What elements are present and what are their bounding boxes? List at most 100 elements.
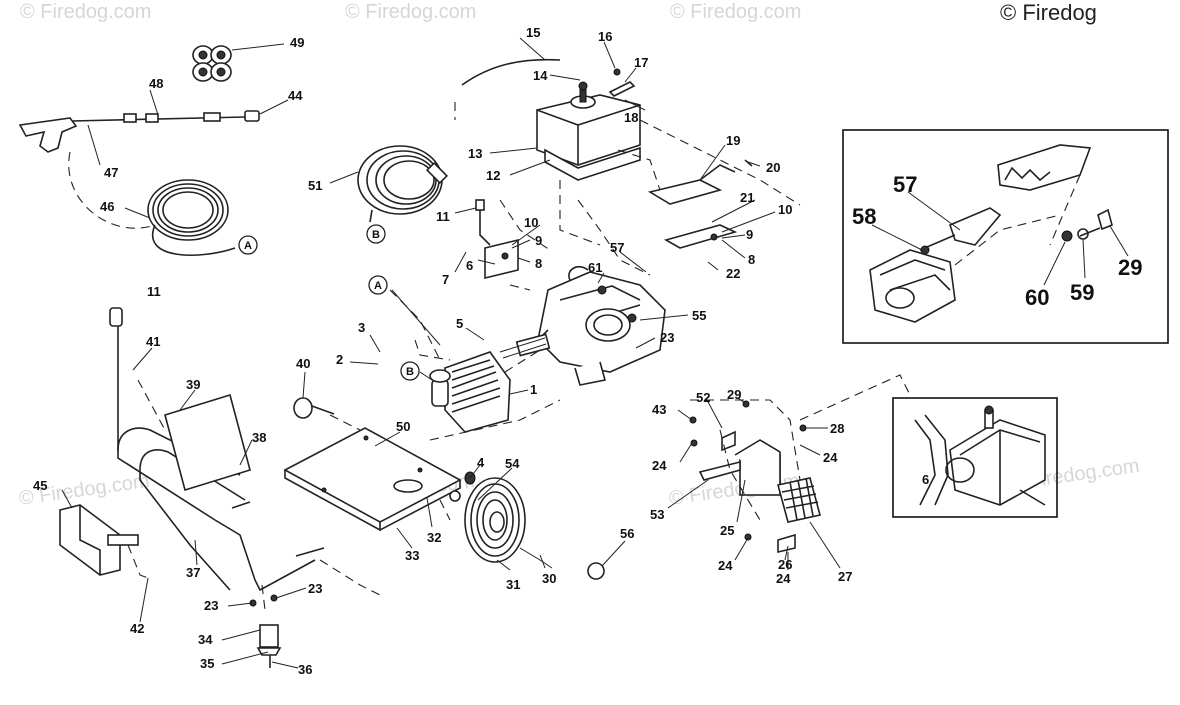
part-label: 22 (726, 266, 740, 281)
part-label: 39 (186, 377, 200, 392)
part-label: 21 (740, 190, 754, 205)
svg-text:B: B (372, 229, 380, 241)
base-plate-part (283, 427, 462, 532)
part-label: 23 (660, 330, 674, 345)
tank-hardware-part (608, 68, 636, 97)
part-label: 50 (396, 419, 410, 434)
part-label: 56 (620, 526, 634, 541)
svg-text:B: B (406, 366, 414, 378)
part-label: 24 (718, 558, 733, 573)
inset-part-label: 60 (1025, 285, 1049, 310)
part-label: 24 (652, 458, 667, 473)
assembly-lines (127, 102, 911, 611)
part-label: 3 (358, 320, 365, 335)
part-label: 29 (727, 387, 741, 402)
part-label: 48 (149, 76, 163, 91)
inset-part-label: 59 (1070, 280, 1094, 305)
part-label: 57 (610, 240, 624, 255)
part-label: 17 (634, 55, 648, 70)
part-label: 43 (652, 402, 666, 417)
wheel-part (464, 477, 526, 563)
nozzle-tips-part (192, 45, 232, 82)
part-label: 47 (104, 165, 118, 180)
hose-46-part (147, 179, 236, 256)
detail-inset-2 (892, 397, 1058, 518)
part-label: 14 (533, 68, 548, 83)
part-label: 20 (766, 160, 780, 175)
inset-part-label: 58 (852, 204, 876, 229)
gun-holder-part (59, 504, 139, 576)
part-label: 61 (588, 260, 602, 275)
leader-lines (61, 37, 841, 669)
hose-51-part (357, 145, 449, 223)
part-label: 34 (198, 632, 213, 647)
part-label: 55 (692, 308, 706, 323)
engine-part (515, 265, 666, 386)
part-label: 44 (288, 88, 303, 103)
part-label: 11 (436, 209, 450, 224)
part-label: 32 (427, 530, 441, 545)
part-label: 24 (823, 450, 838, 465)
part-label: 31 (506, 577, 520, 592)
part-label: 37 (186, 565, 200, 580)
wheel-hardware-part (449, 471, 605, 580)
svg-text:A: A (374, 280, 382, 292)
svg-text:A: A (244, 240, 252, 252)
bracket-6-part (475, 199, 519, 280)
spray-gun-group (18, 45, 260, 256)
decal-part (164, 393, 251, 492)
part-label: 2 (336, 352, 343, 367)
part-label: 6 (466, 258, 473, 273)
part-label: 10 (778, 202, 792, 217)
part-label: 35 (200, 656, 214, 671)
inset-part-label: 29 (1118, 255, 1142, 280)
muffler-part (689, 400, 821, 554)
frame-part (117, 320, 325, 592)
circle-ref-a: A (238, 235, 258, 255)
part-label: 36 (298, 662, 312, 677)
part-label: 9 (535, 233, 542, 248)
mount-bracket-part (647, 159, 753, 249)
part-label: 42 (130, 621, 144, 636)
copyright-text: © Firedog (1000, 0, 1097, 25)
part-label: 25 (720, 523, 734, 538)
part-label: 46 (100, 199, 114, 214)
part-label: 13 (468, 146, 482, 161)
part-label: 1 (530, 382, 537, 397)
watermark-text: © Firedog.com (670, 1, 801, 23)
part-label: 27 (838, 569, 852, 584)
part-label: 23 (308, 581, 322, 596)
part-label: 26 (778, 557, 792, 572)
circle-ref-a: A (368, 275, 388, 295)
part-label: 52 (696, 390, 710, 405)
part-label: 11 (147, 284, 161, 299)
part-label: 49 (290, 35, 304, 50)
part-label: 53 (650, 507, 664, 522)
part-label: 10 (524, 215, 538, 230)
inset-part-label: 6 (922, 472, 929, 487)
watermark-text: © Firedog.com (20, 1, 151, 23)
circle-ref-b: B (400, 361, 420, 381)
part-label: 23 (204, 598, 218, 613)
part-label: 24 (776, 571, 791, 586)
inset-labels: 57 58 29 60 59 6 (852, 172, 1142, 487)
bolt-40-part (293, 397, 335, 419)
part-label: 12 (486, 168, 500, 183)
pump-part (429, 351, 511, 433)
part-label: 7 (442, 272, 449, 287)
part-label: 30 (542, 571, 556, 586)
part-label: 41 (146, 334, 160, 349)
part-label: 40 (296, 356, 310, 371)
handle-grip-part (109, 307, 123, 327)
fuel-line-part (461, 58, 561, 86)
part-label: 15 (526, 25, 540, 40)
detail-inset-1 (842, 129, 1169, 344)
part-label: 54 (505, 456, 520, 471)
part-label: 38 (252, 430, 266, 445)
part-label: 5 (456, 316, 463, 331)
shaft-alignment (504, 349, 541, 373)
part-label: 19 (726, 133, 740, 148)
part-label: 16 (598, 29, 612, 44)
part-label: 4 (477, 455, 485, 470)
